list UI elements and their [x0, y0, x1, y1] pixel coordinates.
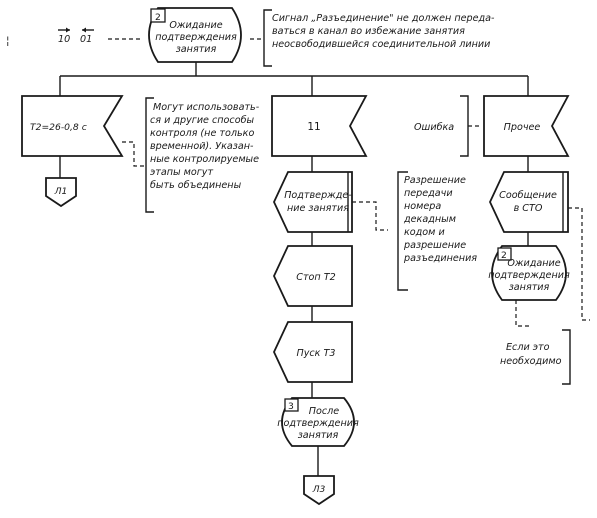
if-needed-comment: Если это необходимо	[500, 329, 571, 385]
wait2-number: 2	[501, 250, 507, 261]
wait2-line1: Ожидание	[507, 258, 560, 269]
top-comment: Сигнал „Разъединение" не должен переда- …	[263, 9, 495, 67]
task-message-cto: Сообщение в СТО	[489, 171, 569, 233]
input-timer-t2: T2=26-0,8 с	[21, 95, 124, 157]
confirm-line2: ние занятия	[287, 203, 349, 214]
cto-line1: Сообщение	[499, 189, 557, 201]
connector-l3: Л3	[303, 475, 335, 506]
top-note-line1: Сигнал „Разъединение" не должен переда-	[272, 13, 495, 24]
wait2-line3: занятия	[509, 282, 550, 293]
confirm-note-line2: передачи	[404, 188, 453, 199]
confirm-note-line4: декадным	[403, 214, 456, 225]
task-confirm-seizure: Подтвержде- ние занятия	[273, 171, 353, 233]
after-state-line3: занятия	[298, 430, 339, 441]
confirm-note-line6: разрешение	[403, 240, 466, 251]
left-note-line4: временной). Указан-	[150, 141, 254, 152]
state-line2: подтверждения	[155, 32, 237, 43]
stop-t2-label: Стоп Т2	[296, 272, 335, 283]
other-input-label: Прочее	[504, 122, 541, 133]
input-other: Прочее	[483, 95, 570, 157]
left-note-line5: ные контролируемые	[150, 154, 259, 165]
connector-l1: Л1	[45, 177, 77, 208]
confirm-line1: Подтвержде-	[284, 190, 352, 201]
left-note-line6: этапы могут	[150, 167, 213, 178]
state-line1: Ожидание	[169, 20, 222, 31]
confirm-note-line1: Разрешение	[404, 175, 466, 186]
input-11-label: 11	[307, 121, 320, 133]
signal-label-01: 01	[80, 34, 92, 45]
timer-label: T2=26-0,8 с	[30, 122, 87, 133]
state-waiting-confirmation-top: 2 Ожидание подтверждения занятия	[148, 7, 242, 63]
after-state-line2: подтверждения	[277, 418, 359, 429]
left-note-line3: контроля (не только	[150, 128, 254, 139]
confirm-note-line3: номера	[404, 201, 441, 212]
error-comment: Ошибка	[414, 95, 469, 157]
left-note-line1: Могут использовать-	[153, 102, 260, 113]
wait2-line2: подтверждения	[488, 270, 570, 281]
task-start-t3: Пуск Т3	[273, 321, 353, 383]
cto-line2: в СТО	[514, 203, 543, 214]
start-t3-label: Пуск Т3	[297, 348, 336, 359]
corner-mark: ¦	[6, 35, 10, 47]
confirm-comment: Разрешение передачи номера декадным кодо…	[397, 171, 477, 291]
left-note-line7: быть объединены	[150, 179, 242, 191]
state-after-confirmation: 3 После подтверждения занятия	[277, 397, 359, 447]
after-state-line1: После	[309, 406, 339, 417]
state-line3: занятия	[176, 44, 217, 55]
error-label: Ошибка	[414, 121, 454, 133]
if-needed-line2: необходимо	[500, 355, 562, 367]
connector-l3-label: Л3	[312, 484, 326, 495]
signal-arrows: 10 01	[58, 27, 94, 45]
left-comment: Могут использовать- ся и другие способы …	[145, 97, 260, 213]
left-note-line2: ся и другие способы	[150, 114, 254, 126]
task-stop-t2: Стоп Т2	[273, 245, 353, 307]
top-note-line2: ваться в канал во избежание занятия	[272, 25, 465, 37]
input-11: 11	[271, 95, 368, 157]
after-state-number: 3	[288, 401, 294, 412]
state-waiting-confirmation-right: 2 Ожидание подтверждения занятия	[488, 245, 570, 301]
signal-label-10: 10	[58, 34, 70, 45]
state-number: 2	[155, 12, 161, 23]
if-needed-line1: Если это	[506, 342, 550, 353]
confirm-note-line7: разъединения	[403, 253, 477, 264]
top-note-line3: неосвободившейся соединительной линии	[272, 38, 490, 50]
confirm-note-line5: кодом и	[404, 227, 445, 238]
connector-l1-label: Л1	[54, 186, 68, 197]
